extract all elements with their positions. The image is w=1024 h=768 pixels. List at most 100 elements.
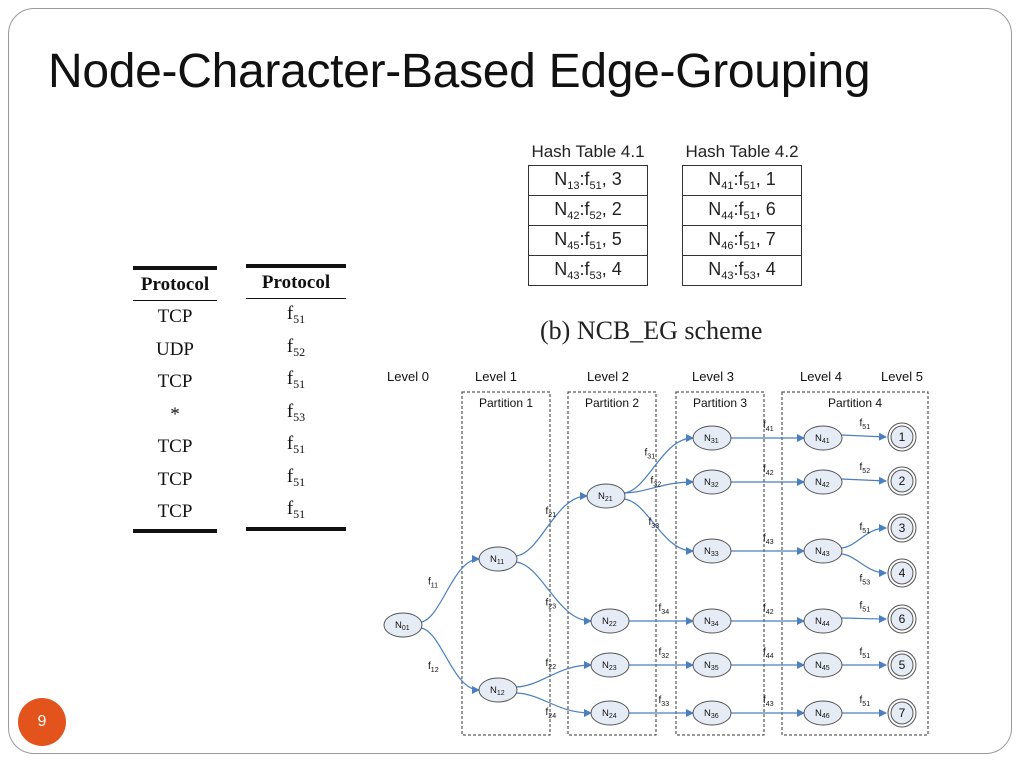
level-label: Level 3: [692, 369, 734, 384]
hash-entry: N43:f53, 4: [528, 255, 648, 286]
leaf-label: 1: [899, 430, 906, 444]
partition-box: [675, 391, 765, 736]
protocol-cell: TCP: [157, 371, 193, 393]
partition-box: [567, 391, 657, 736]
partition-label: Partition 1: [479, 396, 533, 410]
level-label: Level 2: [587, 369, 629, 384]
slide-title: Node-Character-Based Edge-Grouping: [48, 45, 871, 98]
node-label: N31: [704, 433, 719, 445]
node-label: N21: [598, 491, 613, 503]
edge-label: f43: [763, 533, 774, 546]
protocol-f-cell: f51: [286, 433, 306, 457]
edge-label: f31: [645, 448, 656, 461]
edge-label: f23: [546, 598, 557, 611]
hash-table-4-2: Hash Table 4.2 N41:f51, 1 N44:f51, 6 N46…: [672, 142, 812, 286]
node-N01: N01: [383, 612, 423, 638]
node-label: N22: [602, 616, 617, 628]
node-N42: N42: [803, 469, 843, 495]
edge-N42-L2: [841, 476, 887, 485]
level-label: Level 0: [387, 369, 429, 384]
hash-table-caption: Hash Table 4.1: [531, 142, 645, 161]
edge-label: f12: [428, 661, 439, 674]
node-N45: N45: [803, 652, 843, 678]
edge-label: f22: [546, 658, 557, 671]
partition-box: [781, 391, 929, 736]
edge-label: f51: [860, 647, 871, 660]
edge-N01-N12: [420, 627, 480, 694]
edge-label: f21: [546, 506, 557, 519]
level-label: Level 1: [475, 369, 517, 384]
hash-entry: N43:f53, 4: [682, 255, 802, 286]
protocol-f-cell: f51: [246, 494, 346, 531]
edge-label: f52: [860, 462, 871, 475]
edge-label: f43: [763, 695, 774, 708]
edge-N21-N32: [624, 478, 694, 494]
protocol-header: Protocol: [133, 266, 217, 301]
edge-label: f24: [546, 707, 557, 720]
node-label: N33: [704, 546, 719, 558]
edge-N01-N11: [420, 555, 480, 623]
node-N44: N44: [803, 608, 843, 634]
edge-label: f53: [860, 574, 871, 587]
leaf-node-2: 2: [887, 466, 917, 496]
edge-label: f42: [763, 464, 774, 477]
edge-N11-N22: [515, 561, 592, 625]
protocol-f-cell: f52: [286, 335, 306, 359]
edge-label: f32: [659, 647, 670, 660]
node-label: N11: [490, 554, 504, 566]
protocol-f-cell: f51: [286, 368, 306, 392]
protocol-cell: UDP: [155, 338, 194, 360]
node-N22: N22: [590, 608, 630, 634]
node-label: N23: [602, 660, 617, 672]
level-label: Level 4: [800, 369, 842, 384]
edge-label: f51: [860, 695, 871, 708]
node-N11: N11: [478, 546, 518, 572]
protocol-header: Protocol: [246, 264, 346, 299]
node-label: N45: [815, 660, 830, 672]
hash-table-caption: Hash Table 4.2: [685, 142, 799, 161]
hash-entry: N41:f51, 1: [682, 165, 802, 196]
protocol-f-cell: f53: [286, 400, 306, 424]
protocol-cell: *: [170, 403, 180, 425]
leaf-label: 7: [899, 706, 906, 720]
hash-entry: N13:f51, 3: [528, 165, 648, 196]
protocol-cell: TCP: [157, 436, 193, 458]
leaf-node-4: 4: [887, 558, 917, 588]
node-label: N32: [704, 477, 719, 489]
leaf-label: 3: [899, 521, 906, 535]
node-label: N41: [815, 433, 830, 445]
leaf-label: 2: [899, 474, 906, 488]
partition-label: Partition 3: [693, 396, 747, 410]
partition-box: [461, 391, 551, 736]
node-label: N44: [815, 616, 830, 628]
protocol-table-left: Protocol TCP UDP TCP * TCP TCP TCP: [133, 266, 217, 533]
leaf-node-7: 7: [887, 698, 917, 728]
node-label: N42: [815, 477, 830, 489]
edge-label: f32: [651, 476, 662, 489]
hash-entry: N44:f51, 6: [682, 195, 802, 226]
hash-entry: N46:f51, 7: [682, 225, 802, 256]
node-N23: N23: [590, 652, 630, 678]
level-label: Level 5: [881, 369, 923, 384]
node-label: N35: [704, 660, 719, 672]
hash-entry: N42:f52, 2: [528, 195, 648, 226]
edge-N41-L1: [841, 432, 887, 441]
edge-label: f33: [659, 695, 670, 708]
leaf-label: 4: [899, 566, 906, 580]
edge-label: f51: [860, 418, 871, 431]
edge-label: f51: [860, 522, 871, 535]
edge-label: f11: [428, 577, 438, 590]
edge-label: f44: [763, 647, 774, 660]
node-N21: N21: [586, 483, 626, 509]
node-N46: N46: [803, 700, 843, 726]
protocol-f-cell: f51: [286, 303, 306, 327]
hash-entry: N45:f51, 5: [528, 225, 648, 256]
node-N36: N36: [692, 700, 732, 726]
partition-label: Partition 2: [585, 396, 639, 410]
edge-label: f34: [659, 603, 670, 616]
protocol-cell: TCP: [133, 496, 217, 533]
hash-table-4-1: Hash Table 4.1 N13:f51, 3 N42:f52, 2 N45…: [518, 142, 658, 286]
node-N32: N32: [692, 469, 732, 495]
leaf-node-6: 6: [887, 604, 917, 634]
node-label: N36: [704, 708, 719, 720]
